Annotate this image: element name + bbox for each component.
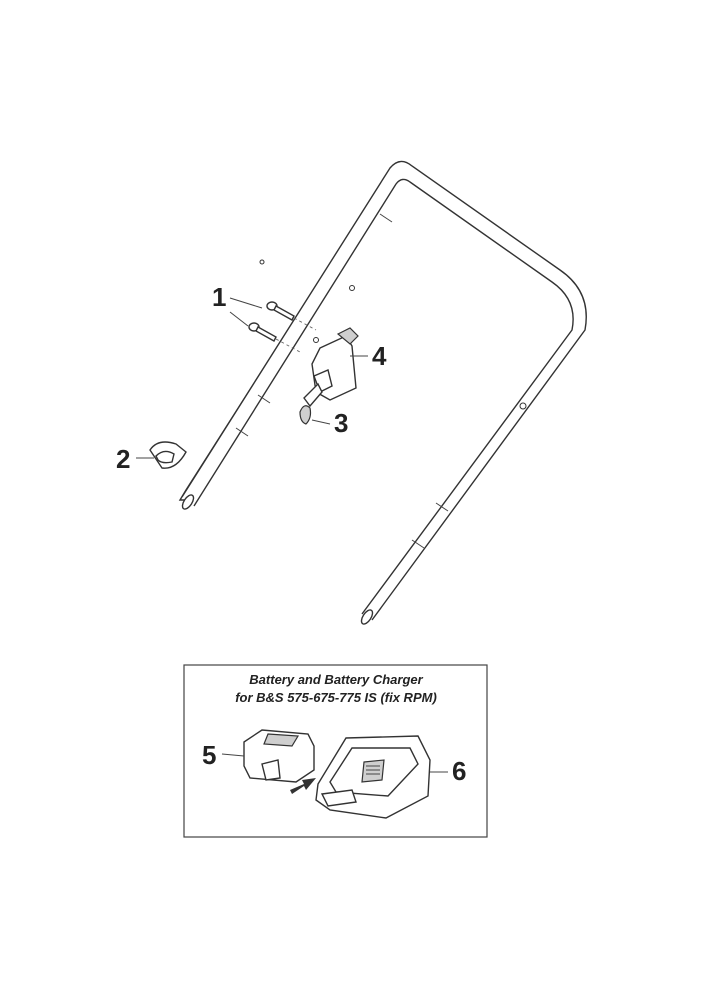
bolt-part-1: [229, 297, 317, 353]
box-title-line-2: for B&S 575-675-775 IS (fix RPM): [235, 690, 437, 705]
callout-1: 1: [212, 282, 226, 312]
battery-part-5: [221, 729, 315, 783]
callout-5: 5: [202, 740, 216, 770]
handle-frame: [178, 160, 587, 625]
callout-6: 6: [452, 756, 466, 786]
battery-charger-box: Battery and Battery Charger for B&S 575-…: [183, 664, 488, 838]
clip-part-2: [136, 441, 187, 469]
callout-2: 2: [116, 444, 130, 474]
callout-4: 4: [372, 341, 387, 371]
box-title-line-1: Battery and Battery Charger: [249, 672, 423, 687]
switch-housing-part-4: [311, 327, 368, 401]
insert-arrow: [290, 778, 316, 794]
charger-part-6: [315, 735, 448, 819]
callout-3: 3: [334, 408, 348, 438]
key-part-3: [299, 382, 331, 425]
